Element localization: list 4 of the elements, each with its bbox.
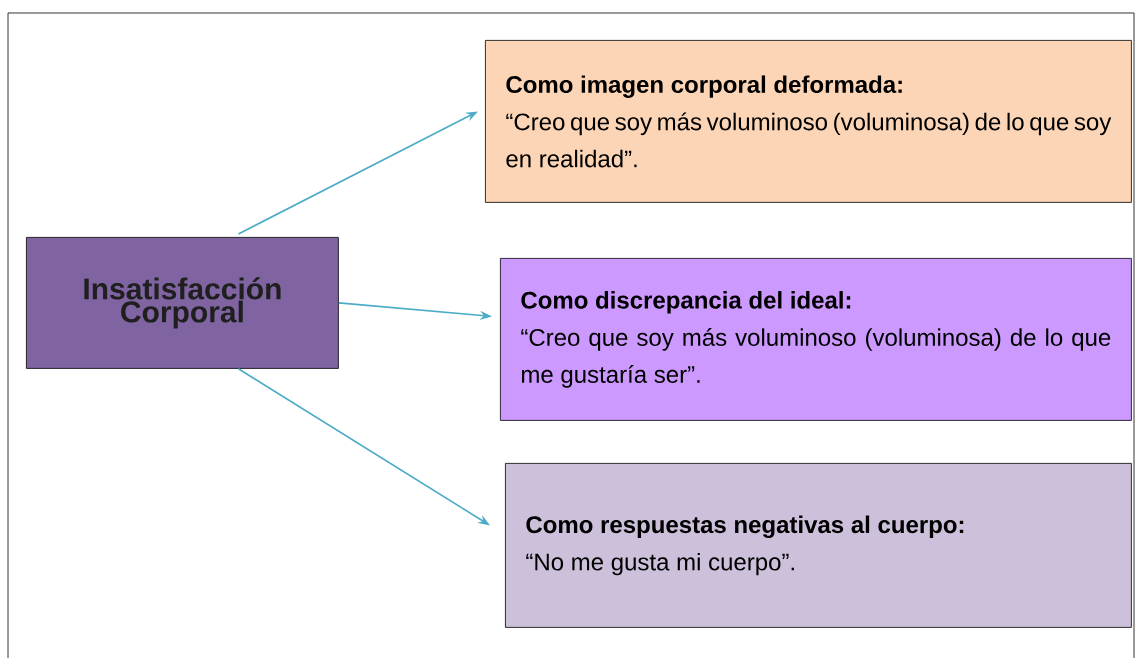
topic-box: Insatisfacción Corporal: [26, 237, 339, 369]
text-box: Como imagen corporal deformada: “Creo que soy más voluminoso (voluminosa) de lo que soy en realidad”.: [485, 40, 1132, 203]
text-box: Como respuestas negativas al cuerpo: “No me gusta mi cuerpo”.: [505, 463, 1132, 628]
text-box: Como discrepancia del ideal: “Creo que soy más voluminoso (voluminosa) de lo que me gustaría ser”.: [500, 258, 1132, 421]
